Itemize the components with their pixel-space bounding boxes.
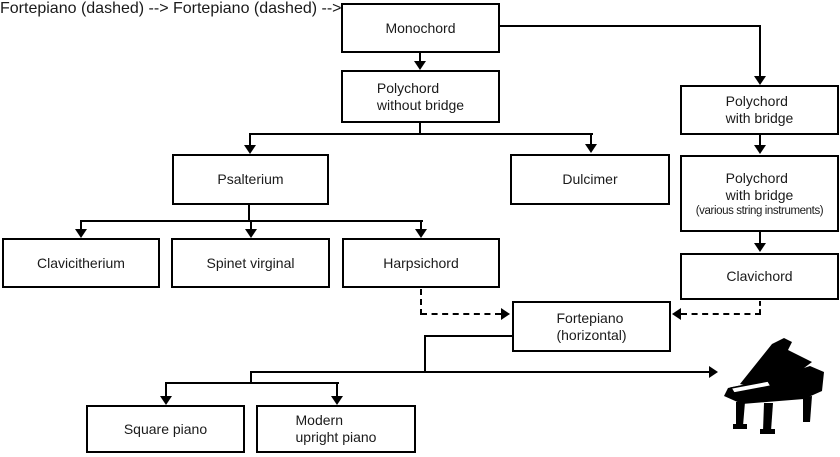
arrow-down-icon bbox=[331, 396, 343, 405]
node-harpsichord: Harpsichord bbox=[342, 238, 500, 288]
arrow-down-icon bbox=[754, 243, 766, 252]
node-psalterium-label: Psalterium bbox=[217, 171, 284, 187]
edge-to-grand-piano-h bbox=[250, 371, 709, 373]
arrow-down-icon bbox=[244, 145, 256, 154]
node-spinet-virginal: Spinet virginal bbox=[171, 238, 330, 288]
arrow-down-icon bbox=[415, 229, 427, 238]
node-clavichord-label: Clavichord bbox=[726, 268, 793, 284]
edge-fortepiano-out-v bbox=[424, 335, 426, 373]
edge-various-to-clavichord-v bbox=[759, 232, 761, 244]
arrow-down-icon bbox=[414, 61, 426, 70]
node-dulcimer: Dulcimer bbox=[510, 154, 670, 205]
node-polychord-with-bridge-various-label: Polychord with bridge (various string in… bbox=[695, 169, 824, 217]
node-psalterium: Psalterium bbox=[172, 154, 329, 205]
node-polychord-without-bridge: Polychord without bridge bbox=[341, 70, 500, 123]
node-square-piano-label: Square piano bbox=[123, 420, 208, 437]
edge-bridge-to-various-v bbox=[759, 135, 761, 146]
edge-harpsichord-fortepiano-dashed-h bbox=[421, 313, 501, 315]
edge-polychord-nobridge-stem bbox=[419, 123, 421, 135]
node-modern-upright-piano: Modern upright piano bbox=[256, 405, 416, 453]
arrow-down-icon bbox=[160, 396, 172, 405]
node-polychord-with-bridge-various: Polychord with bridge (various string in… bbox=[680, 155, 839, 232]
arrow-down-icon bbox=[75, 229, 87, 238]
edge-clavichord-fortepiano-dashed-v bbox=[759, 301, 761, 314]
node-polychord-without-bridge-label: Polychord without bridge bbox=[376, 79, 465, 113]
node-clavicitherium: Clavicitherium bbox=[2, 238, 160, 288]
edge-psalterium-branch bbox=[80, 220, 423, 222]
arrow-down-icon bbox=[585, 144, 597, 153]
node-spinet-virginal-label: Spinet virginal bbox=[206, 254, 295, 271]
node-clavicitherium-label: Clavicitherium bbox=[37, 254, 125, 271]
edge-to-psalterium-v bbox=[249, 135, 251, 146]
edge-step-down-v bbox=[250, 371, 252, 384]
arrow-left-icon bbox=[672, 308, 681, 320]
arrow-down-icon bbox=[754, 76, 766, 85]
node-monochord-label: Monochord bbox=[385, 19, 456, 36]
node-polychord-with-bridge: Polychord with bridge bbox=[680, 85, 839, 135]
edge-to-spinet-v bbox=[250, 222, 252, 230]
arrow-down-icon bbox=[245, 229, 257, 238]
edge-monochord-polychord-bridge-h bbox=[500, 25, 761, 27]
edge-polychord-nobridge-branch bbox=[249, 133, 593, 135]
edge-monochord-polychord-nobridge-v bbox=[419, 52, 421, 63]
node-dulcimer-label: Dulcimer bbox=[562, 171, 618, 187]
edge-harpsichord-fortepiano-dashed-v bbox=[420, 289, 422, 315]
node-clavichord: Clavichord bbox=[680, 253, 839, 300]
edge-fortepiano-out-h bbox=[424, 335, 512, 337]
edge-to-upright-piano-v bbox=[336, 384, 338, 397]
node-harpsichord-label: Harpsichord bbox=[383, 254, 459, 271]
edge-clavichord-fortepiano-dashed-h bbox=[681, 313, 761, 315]
arrow-down-icon bbox=[754, 145, 766, 154]
grand-piano-icon bbox=[724, 338, 824, 434]
node-modern-upright-piano-label: Modern upright piano bbox=[295, 412, 377, 445]
node-fortepiano: Fortepiano (horizontal) bbox=[512, 301, 671, 352]
node-fortepiano-label: Fortepiano (horizontal) bbox=[556, 309, 627, 343]
edge-to-harpsichord-v bbox=[420, 222, 422, 230]
edge-bottom-branch bbox=[165, 382, 339, 384]
node-polychord-with-bridge-label: Polychord with bridge bbox=[725, 93, 794, 126]
edge-to-square-piano-v bbox=[165, 384, 167, 397]
edge-to-dulcimer-v bbox=[590, 135, 592, 144]
arrow-right-icon bbox=[501, 308, 510, 320]
node-square-piano: Square piano bbox=[86, 405, 245, 453]
edge-psalterium-stem bbox=[248, 205, 250, 222]
edge-monochord-polychord-bridge-v bbox=[759, 25, 761, 77]
node-monochord: Monochord bbox=[341, 3, 500, 53]
arrow-right-icon bbox=[709, 366, 718, 378]
edge-to-clavicitherium-v bbox=[80, 222, 82, 230]
